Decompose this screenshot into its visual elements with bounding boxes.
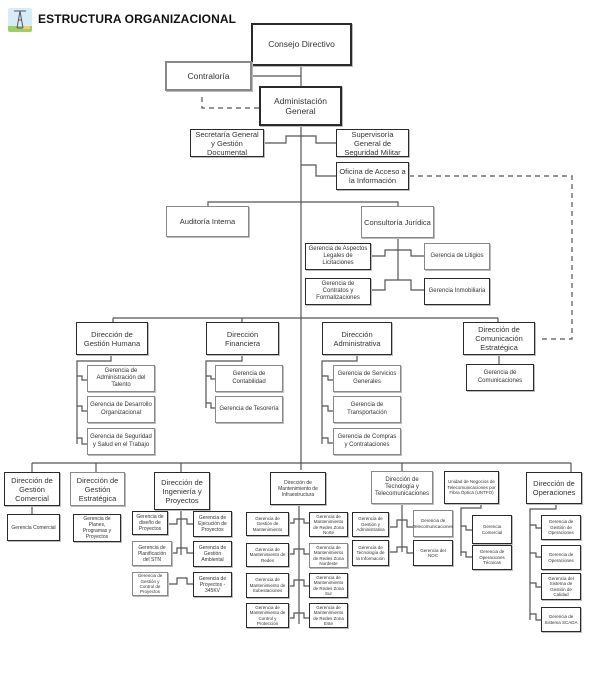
node-g-aspectos-legales[interactable]: Gerencia de Aspectos Legales de Licitaci… xyxy=(305,243,371,270)
node-dir-tecnologia[interactable]: Dirección de Tecnología y Telecomunicaci… xyxy=(371,471,433,504)
node-g-sistema-calidad[interactable]: Gerencia del Sistema de Gestión de Calid… xyxy=(541,573,581,600)
node-g-mant-subestaciones[interactable]: Gerencia de Mantenimiento de Subestacion… xyxy=(246,573,289,598)
node-g-comercial[interactable]: Gerencia Comercial xyxy=(7,514,60,541)
node-dir-gestion-humana[interactable]: Dirección de Gestión Humana xyxy=(76,322,148,355)
node-g-operaciones-tecnicas[interactable]: Gerencia de Operaciones Técnicas xyxy=(472,545,512,570)
node-g-gestion-operaciones[interactable]: Gerencia de Gestión de Operaciones xyxy=(541,515,581,540)
node-g-gestion-mantenimiento[interactable]: Gerencia de Gestión de Mantenimiento xyxy=(246,512,289,536)
node-auditoria-interna[interactable]: Auditoría Interna xyxy=(166,206,249,237)
node-g-admin-talento[interactable]: Gerencia de Administración del Talento xyxy=(87,365,155,392)
node-supervisoria[interactable]: Supervisoría General de Seguridad Milita… xyxy=(336,129,409,157)
node-dir-gestion-estrategica[interactable]: Dirección de Gestión Estratégica xyxy=(70,472,125,506)
transmission-tower-logo xyxy=(8,8,32,32)
node-dir-financiera[interactable]: Dirección Financiera xyxy=(206,322,279,355)
node-g-inmobiliaria[interactable]: Gerencia Inmobiliaria xyxy=(424,278,490,305)
node-g-compras[interactable]: Gerencia de Compras y Contrataciones xyxy=(333,428,401,455)
node-dir-comunicacion[interactable]: Dirección de Comunicación Estratégica xyxy=(463,322,535,355)
page-title: ESTRUCTURA ORGANIZACIONAL xyxy=(38,12,237,26)
node-g-ejecucion[interactable]: Gerencia de Ejecución de Proyectos xyxy=(193,511,232,537)
node-dir-mantenimiento[interactable]: Dirección de Mantenimiento de Infraestru… xyxy=(270,472,326,505)
node-g-contratos[interactable]: Gerencia de Contratos y Formalizaciones xyxy=(305,278,371,305)
node-g-planificacion[interactable]: Gerencia de Planificación del STN xyxy=(132,541,172,566)
node-g-untfo-comercial[interactable]: Gerencia Comercial xyxy=(472,515,512,544)
node-administracion-general[interactable]: Administación General xyxy=(259,86,342,126)
node-g-scada[interactable]: Gerencia de Sistema SCADA xyxy=(541,607,581,632)
node-g-planes[interactable]: Gerencia de Planes, Programas y Proyecto… xyxy=(73,514,121,542)
node-consultoria-juridica[interactable]: Consultoría Jurídica xyxy=(361,206,434,238)
node-dir-gestion-comercial[interactable]: Dirección de Gestión Comercial xyxy=(4,472,60,506)
node-g-diseno[interactable]: Gerencia de diseño de Proyectos xyxy=(132,511,168,535)
node-dir-ingenieria[interactable]: Dirección de Ingeniería y Proyectos xyxy=(154,472,210,510)
node-consejo-directivo[interactable]: Consejo Directivo xyxy=(251,23,352,66)
node-g-mant-zona-este[interactable]: Gerencia de Mantenimiento de Redes Zona … xyxy=(309,603,348,628)
node-g-seguridad-salud[interactable]: Gerencia de Seguridad y Salud en el Trab… xyxy=(87,428,155,455)
node-g-contabilidad[interactable]: Gerencia de Contabilidad xyxy=(215,365,283,392)
node-g-operaciones[interactable]: Gerencia de Operaciones xyxy=(541,545,581,570)
node-g-comunicaciones[interactable]: Gerencia de Comunicaciones xyxy=(466,364,534,391)
node-g-transportacion[interactable]: Gerencia de Transportación xyxy=(333,396,401,423)
node-g-mant-control-proteccion[interactable]: Gerencia de Mantenimiento de Control y P… xyxy=(246,603,289,628)
node-g-gestion-administrativa[interactable]: Gerencia de Gestión y Administrativa xyxy=(352,512,389,537)
node-g-desarrollo-org[interactable]: Gerencia de Desarrollo Organizacional xyxy=(87,396,155,423)
node-g-noc[interactable]: Gerencia del NOC xyxy=(413,540,453,566)
node-oficina-acceso[interactable]: Oficina de Acceso a la Información xyxy=(336,162,409,190)
node-g-ambiental[interactable]: Gerencia de Gestión Ambiental xyxy=(193,541,232,567)
node-g-tesoreria[interactable]: Gerencia de Tesorería xyxy=(215,396,283,423)
node-g-gestion-control[interactable]: Gerencia de Gestión y Control de Proyect… xyxy=(132,572,168,596)
node-g-mant-zona-nordeste[interactable]: Gerencia de Mantenimiento de Redes Zona … xyxy=(309,543,348,568)
node-dir-operaciones[interactable]: Dirección de Operaciones xyxy=(526,472,582,504)
node-g-proyectos-345kv[interactable]: Gerencia de Proyectos - 345KV xyxy=(193,572,232,597)
node-g-mant-zona-sur[interactable]: Gerencia de Mantenimiento de Redes Zona … xyxy=(309,573,348,598)
node-g-tecnologia-informacion[interactable]: Gerencia de Tecnología de la Información xyxy=(352,540,389,566)
node-g-telecomunicaciones[interactable]: Gerencia de Telecomunicaciones xyxy=(413,510,453,537)
node-g-mant-zona-norte[interactable]: Gerencia de Mantenimiento de Redes Zona … xyxy=(309,512,348,537)
node-g-servicios-generales[interactable]: Gerencia de Servicios Generales xyxy=(333,365,401,392)
node-g-mant-redes[interactable]: Gerencia de Mantenimiento de Redes xyxy=(246,543,289,567)
node-unidad-untfo[interactable]: Unidad de Negocios de Telecomunicaciones… xyxy=(444,471,499,504)
node-contraloria[interactable]: Contraloría xyxy=(165,61,252,91)
node-dir-administrativa[interactable]: Dirección Administrativa xyxy=(322,322,392,355)
node-secretaria-general[interactable]: Secretaría General y Gestión Documental xyxy=(190,129,264,157)
node-g-litigios[interactable]: Gerencia de Litigios xyxy=(424,243,490,270)
